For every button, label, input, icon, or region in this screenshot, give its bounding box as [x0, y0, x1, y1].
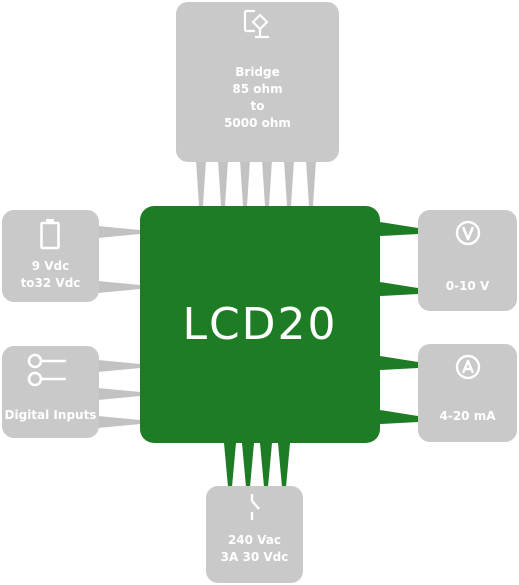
power-input-box: 9 Vdc to32 Vdc: [2, 210, 99, 302]
current-pin: [380, 356, 418, 370]
bridge-sensor-icon: [243, 9, 269, 39]
power-range-max: to32 Vdc: [20, 276, 81, 290]
bridge-pin: [262, 160, 272, 206]
relay-pin: [278, 443, 290, 487]
digital-pin: [98, 416, 140, 428]
bridge-label: Bridge: [235, 65, 280, 79]
bridge-range-to: to: [250, 99, 265, 113]
power-range-min: 9 Vdc: [31, 259, 70, 273]
relay-switch-icon: [250, 494, 260, 520]
chip-label: LCD20: [182, 299, 338, 350]
bridge-pin: [196, 160, 206, 206]
ammeter-icon: [455, 354, 481, 380]
bridge-range-max: 5000 ohm: [224, 116, 291, 130]
voltage-output-box: 0-10 V: [418, 210, 517, 311]
digital-pin: [98, 388, 140, 400]
bridge-pin: [218, 160, 228, 206]
voltage-range-label: 0-10 V: [445, 279, 490, 293]
relay-pin: [242, 443, 254, 487]
relay-rating-dc: 3A 30 Vdc: [220, 550, 289, 564]
digital-pin: [98, 360, 140, 372]
voltage-pin: [380, 222, 418, 236]
bridge-pin: [284, 160, 294, 206]
bridge-pin: [240, 160, 250, 206]
switch-contacts-icon: [27, 353, 66, 387]
power-pin: [98, 281, 140, 293]
current-range-label: 4-20 mA: [439, 409, 496, 423]
bridge-input-box: Bridge 85 ohm to 5000 ohm: [176, 2, 339, 162]
relay-pin: [224, 443, 236, 487]
current-output-box: 4-20 mA: [418, 344, 517, 442]
current-pin: [380, 410, 418, 424]
bridge-range-min: 85 ohm: [232, 82, 283, 96]
relay-voltage-ac: 240 Vac: [227, 533, 282, 547]
relay-pin: [260, 443, 272, 487]
digital-inputs-box: Digital Inputs: [2, 346, 99, 438]
battery-icon: [40, 219, 60, 250]
digital-inputs-label: Digital Inputs: [4, 408, 97, 422]
relay-output-box: 240 Vac 3A 30 Vdc: [206, 486, 303, 583]
bridge-pin: [306, 160, 316, 206]
voltmeter-icon: [455, 220, 481, 246]
lcd20-chip: LCD20: [140, 206, 380, 443]
voltage-pin: [380, 282, 418, 296]
power-pin: [98, 226, 140, 238]
